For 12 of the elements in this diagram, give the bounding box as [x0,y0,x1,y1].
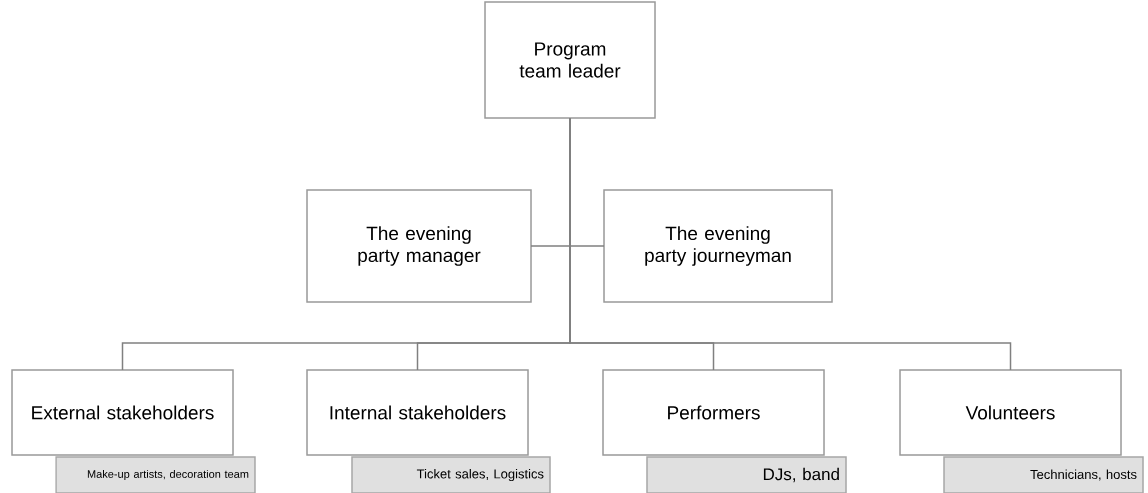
box: External stakeholders [11,369,234,456]
box: Performers [602,369,825,456]
box: Volunteers [899,369,1122,456]
connector [569,117,1012,371]
box: The evening party journeyman [603,189,833,303]
box: Internal stakeholders [306,369,529,456]
note-box: Make-up artists, decoration team [55,456,256,493]
note-box: Ticket sales, Logistics [351,456,551,493]
note-box: Technicians, hosts [943,456,1144,493]
box: The evening party manager [306,189,532,303]
box: Program team leader [484,1,656,119]
note-box: DJs, band [646,456,847,493]
